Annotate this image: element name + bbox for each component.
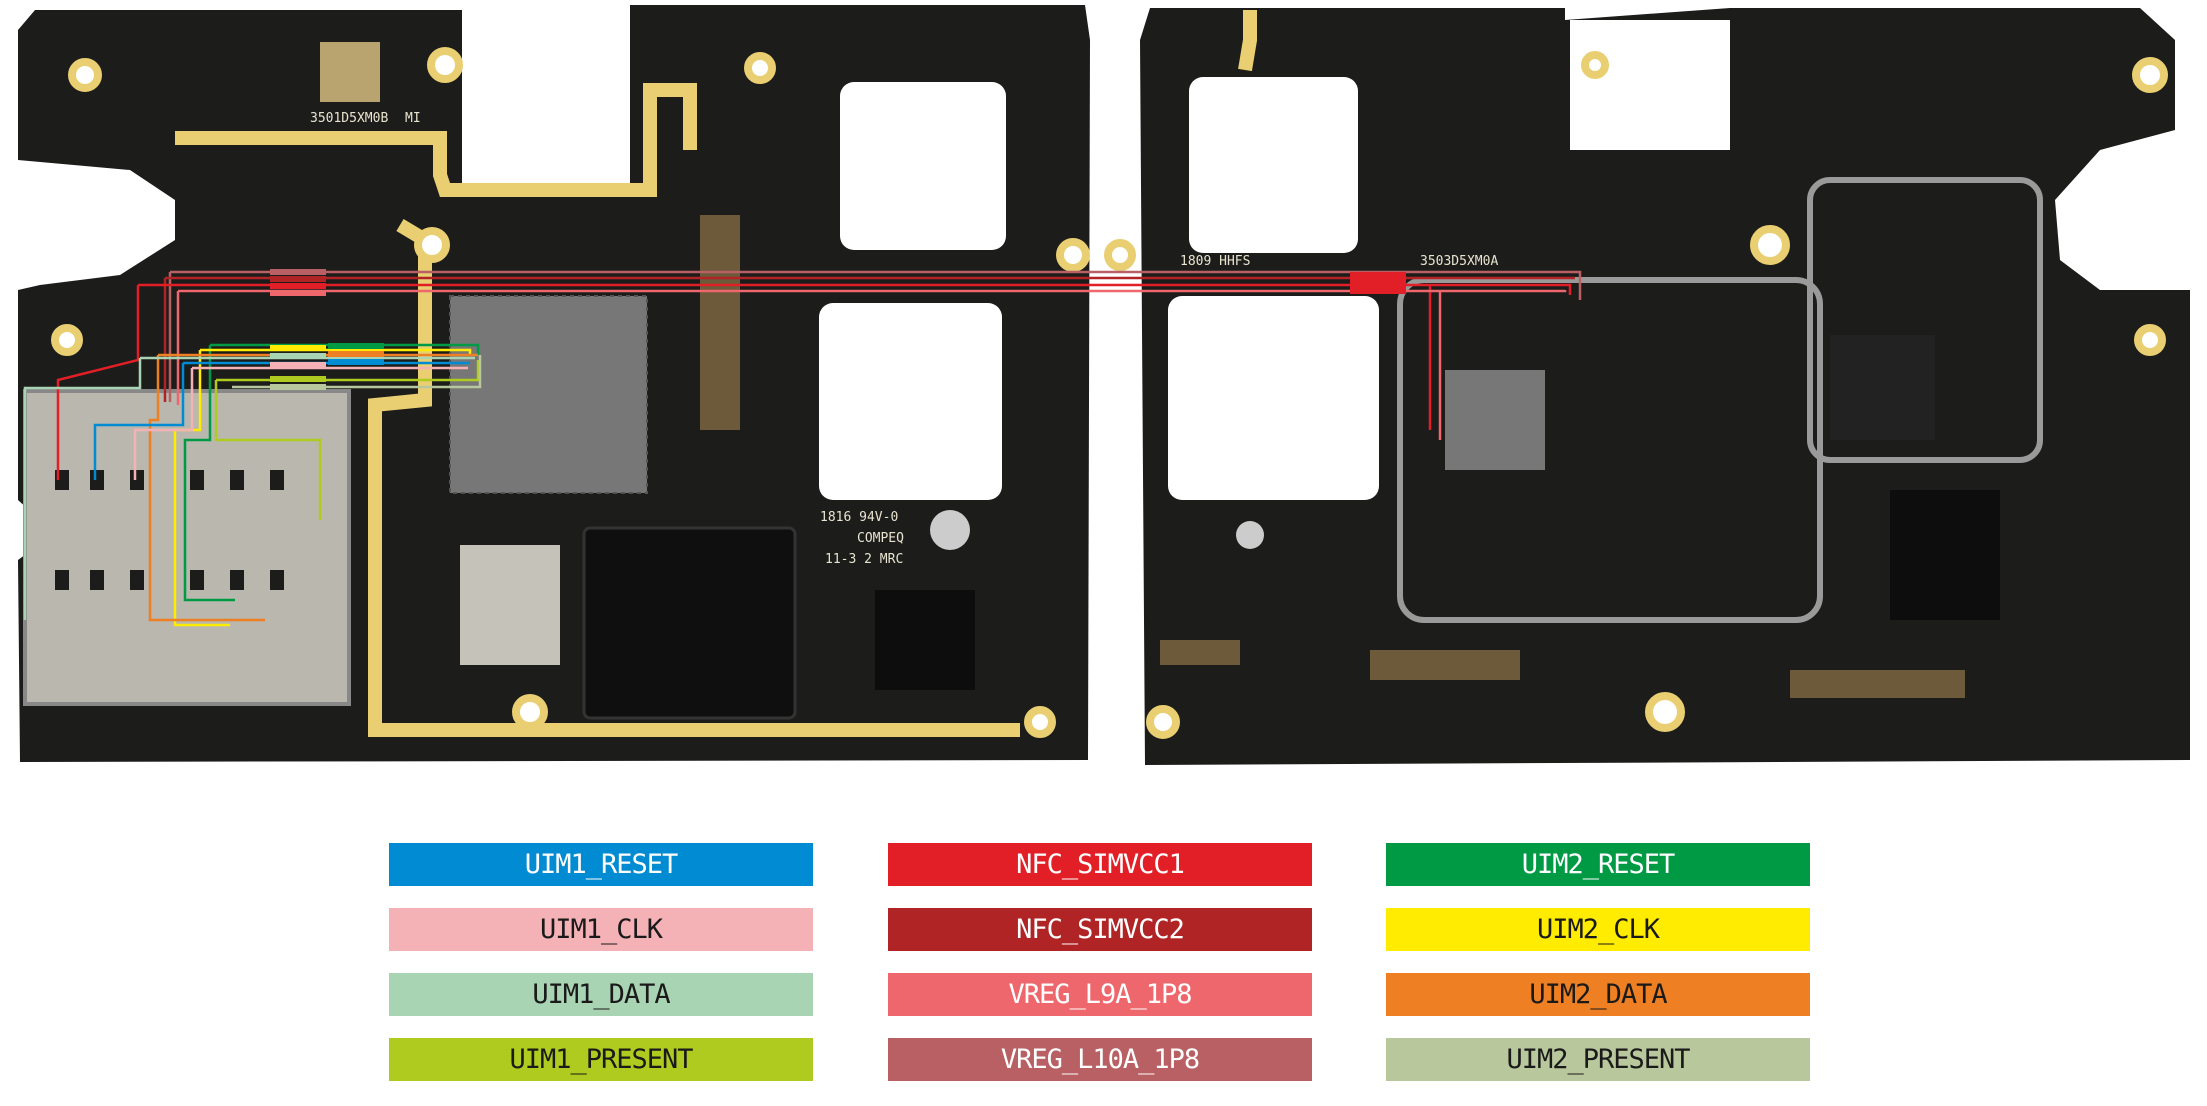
legend-label: UIM1_CLK bbox=[539, 914, 663, 945]
board-window bbox=[819, 303, 1002, 500]
board-window bbox=[1189, 77, 1358, 253]
board-connector bbox=[1160, 640, 1240, 665]
net-tags bbox=[270, 269, 1406, 390]
legend-item-vreg-l10a-1p8: VREG_L10A_1P8 bbox=[888, 1038, 1312, 1081]
legend-label: UIM1_DATA bbox=[532, 979, 670, 1010]
silk-left-label: 3501D5XM0B bbox=[310, 111, 388, 126]
legend-label: VREG_L10A_1P8 bbox=[1000, 1044, 1200, 1075]
silk-date-code: 1816 94V-0 bbox=[820, 510, 898, 525]
bga-chip bbox=[1445, 370, 1545, 470]
bga-chip bbox=[450, 296, 647, 493]
board-cutout bbox=[462, 10, 630, 185]
legend-label: UIM2_RESET bbox=[1521, 849, 1676, 880]
board-window bbox=[1168, 296, 1379, 500]
screw-post bbox=[930, 510, 970, 550]
pcb-diagram: 3501D5XM0B MI 1816 94V-0 COMPEQ 11-3 2 M… bbox=[18, 5, 2190, 765]
legend-label: UIM1_PRESENT bbox=[509, 1044, 693, 1075]
silk-code2: 11-3 2 MRC bbox=[825, 552, 903, 567]
legend-item-uim2-clk: UIM2_CLK bbox=[1386, 908, 1810, 951]
processor-chip bbox=[582, 526, 797, 720]
legend-label: VREG_L9A_1P8 bbox=[1008, 979, 1192, 1010]
legend-label: UIM1_RESET bbox=[524, 849, 679, 880]
silk-right-label: 3503D5XM0A bbox=[1420, 254, 1498, 269]
chip bbox=[875, 590, 975, 690]
silk-maker: COMPEQ bbox=[857, 531, 904, 546]
legend-label: UIM2_DATA bbox=[1529, 979, 1667, 1010]
board-window bbox=[840, 82, 1006, 250]
legend-item-vreg-l9a-1p8: VREG_L9A_1P8 bbox=[888, 973, 1312, 1016]
board-connector bbox=[1790, 670, 1965, 698]
legend-item-nfc-simvcc2: NFC_SIMVCC2 bbox=[888, 908, 1312, 951]
mounting-hole bbox=[51, 47, 2168, 739]
legend-item-uim1-present: UIM1_PRESENT bbox=[389, 1038, 813, 1081]
board-connector bbox=[700, 215, 740, 430]
legend-item-uim2-data: UIM2_DATA bbox=[1386, 973, 1810, 1016]
legend-item-uim1-clk: UIM1_CLK bbox=[389, 908, 813, 951]
legend-item-nfc-simvcc1: NFC_SIMVCC1 bbox=[888, 843, 1312, 886]
component bbox=[320, 42, 380, 102]
legend-label: UIM2_CLK bbox=[1536, 914, 1660, 945]
silk-logo: MI bbox=[405, 111, 421, 126]
legend-item-uim2-present: UIM2_PRESENT bbox=[1386, 1038, 1810, 1081]
shield-can bbox=[460, 545, 560, 665]
silk-right-code: 1809 HHFS bbox=[1180, 254, 1250, 269]
legend-label: NFC_SIMVCC2 bbox=[1016, 914, 1185, 945]
chip bbox=[1890, 490, 2000, 620]
legend-label: NFC_SIMVCC1 bbox=[1016, 849, 1185, 880]
board-connector bbox=[1370, 650, 1520, 680]
legend-item-uim2-reset: UIM2_RESET bbox=[1386, 843, 1810, 886]
legend-item-uim1-data: UIM1_DATA bbox=[389, 973, 813, 1016]
legend-label: UIM2_PRESENT bbox=[1506, 1044, 1690, 1075]
legend-item-uim1-reset: UIM1_RESET bbox=[389, 843, 813, 886]
sim-tray bbox=[23, 389, 351, 706]
chip bbox=[1830, 335, 1935, 440]
